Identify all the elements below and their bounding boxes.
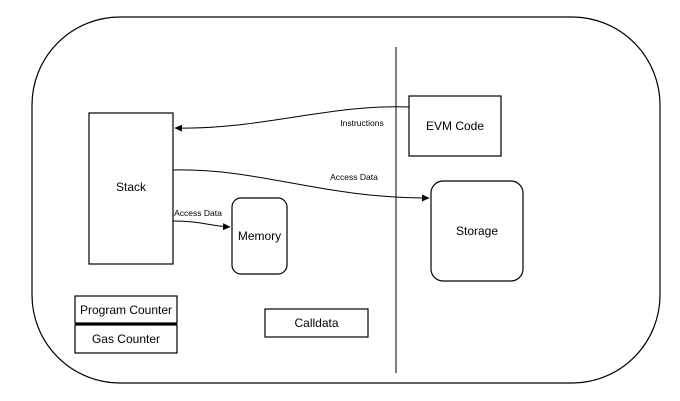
calldata-label: Calldata — [294, 316, 338, 330]
storage-node: Storage — [430, 180, 524, 282]
access-data-memory-label: Access Data — [174, 208, 222, 218]
access-data-storage-arrow — [172, 169, 430, 202]
stack-node: Stack — [88, 112, 174, 265]
calldata-node: Calldata — [264, 308, 369, 338]
program-counter-node: Program Counter — [74, 295, 178, 324]
program-counter-label: Program Counter — [80, 303, 172, 317]
memory-label: Memory — [238, 229, 281, 243]
stack-label: Stack — [116, 180, 147, 194]
gas-counter-node: Gas Counter — [74, 323, 178, 354]
access-data-storage-label: Access Data — [330, 172, 378, 182]
evm-boundary — [31, 16, 661, 384]
evm-code-label: EVM Code — [426, 119, 484, 133]
instructions-label: Instructions — [340, 118, 383, 128]
gas-counter-label: Gas Counter — [92, 332, 160, 346]
instructions-arrow — [174, 106, 410, 132]
access-data-storage-edge: Access Data — [172, 169, 430, 202]
access-data-memory-edge: Access Data — [172, 208, 231, 231]
memory-node: Memory — [231, 197, 288, 275]
access-data-memory-arrow — [172, 220, 231, 231]
instructions-edge: Instructions — [174, 106, 410, 132]
storage-label: Storage — [456, 224, 498, 238]
evm-code-node: EVM Code — [408, 95, 502, 157]
